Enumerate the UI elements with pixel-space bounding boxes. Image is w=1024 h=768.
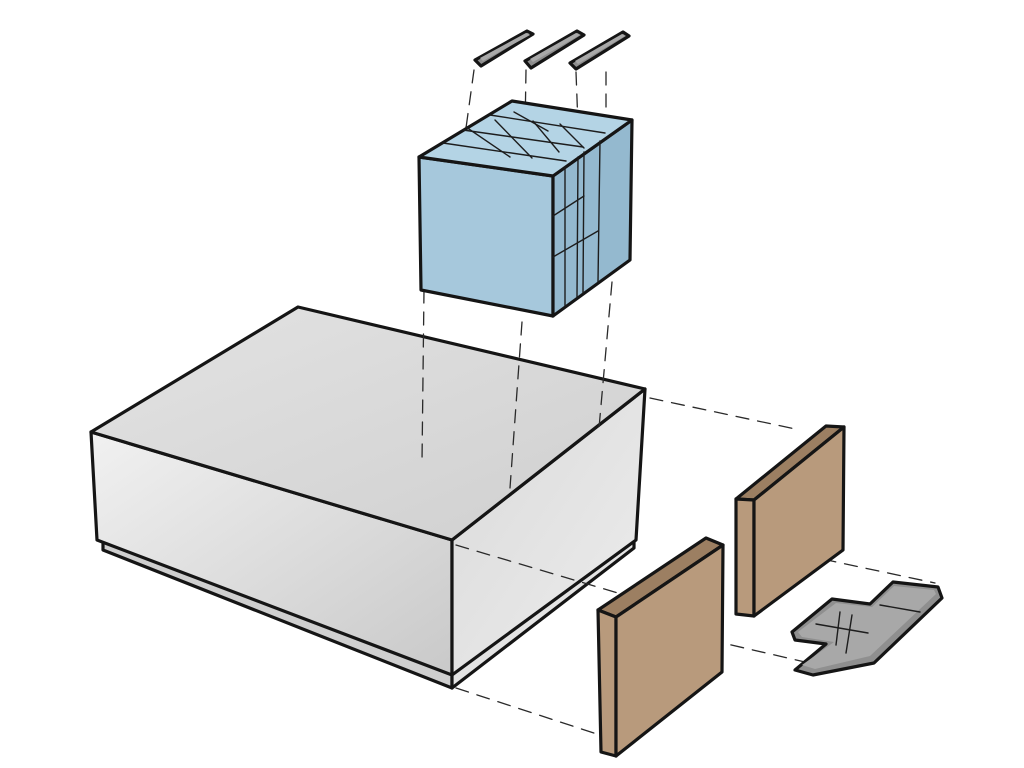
guide-lines-tower [421, 281, 613, 489]
wall-panel-back-face [752, 425, 846, 618]
roof-panel-3 [568, 30, 631, 71]
roof-panels [473, 29, 631, 71]
tower-front-face [417, 155, 555, 318]
tower-block [417, 99, 634, 318]
wall-panel-back-edge [734, 497, 756, 618]
floor-plate-grid [815, 604, 921, 654]
wall-panel-front-face [614, 543, 725, 758]
wall-panel-back [734, 424, 846, 618]
wall-panel-front [596, 536, 725, 758]
podium-block [89, 305, 647, 690]
wall-panel-front-edge [596, 608, 618, 758]
roof-panel-1 [473, 29, 535, 68]
floor-plate [790, 580, 944, 677]
tower-side-grid [552, 140, 601, 307]
roof-panel-2 [523, 29, 586, 70]
podium-top-face [89, 305, 647, 542]
tower-top-grid [442, 111, 606, 162]
